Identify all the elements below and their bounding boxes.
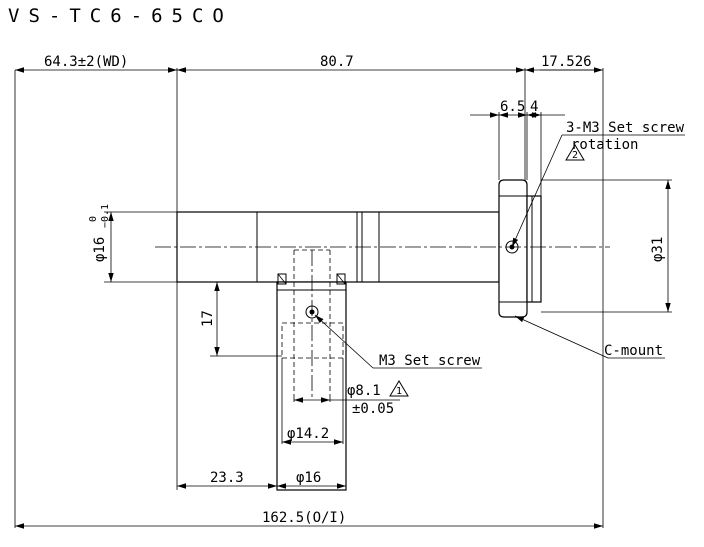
lens-body <box>176 179 542 491</box>
dim-offset: 23.3 <box>210 470 244 486</box>
callout-rotation: rotation <box>571 137 638 153</box>
note-triangle-1 <box>389 380 409 397</box>
note-2-label: 2 <box>572 150 578 161</box>
note-1-label: 1 <box>396 386 402 397</box>
callout-m3-set-screw: M3 Set screw <box>379 353 481 369</box>
side-port <box>276 281 347 491</box>
dim-tube-tol-upper: 0 <box>88 216 99 222</box>
dim-body-length: 80.7 <box>320 54 354 70</box>
note-triangle-2 <box>565 144 585 161</box>
dim-mount-length: 17.526 <box>541 54 592 70</box>
dim-port-outer: φ16 <box>296 470 321 486</box>
dim-port-inner: φ14.2 <box>287 426 329 442</box>
dim-4: 4 <box>530 99 538 115</box>
dim-inner-tolerance: ±0.05 <box>352 401 394 417</box>
dim-6-5: 6.5 <box>500 99 525 115</box>
dimension-texts: 64.3±2(WD) 80.7 17.526 6.5 4 φ16 0 −0.1 … <box>44 54 666 526</box>
leader-lines <box>314 134 685 369</box>
dim-wd: 64.3±2(WD) <box>44 54 128 70</box>
extension-lines <box>14 68 672 528</box>
dim-overall-length: 162.5(O/I) <box>262 510 346 526</box>
dim-mount-diameter: φ31 <box>650 237 666 262</box>
dim-port-height: 17 <box>200 310 216 327</box>
dim-inner-diameter: φ8.1 <box>347 383 381 399</box>
drawing-title: VS-TC6-65CO <box>8 5 233 27</box>
callout-texts: 3-M3 Set screw rotation 2 M3 Set screw 1… <box>379 120 685 397</box>
dim-tube-tol-lower: −0.1 <box>100 204 111 228</box>
callout-3-m3-set-screw: 3-M3 Set screw <box>566 120 685 136</box>
callout-c-mount: C-mount <box>604 343 663 359</box>
dim-tube-diameter: φ16 <box>92 237 108 262</box>
dimension-lines <box>15 67 671 529</box>
